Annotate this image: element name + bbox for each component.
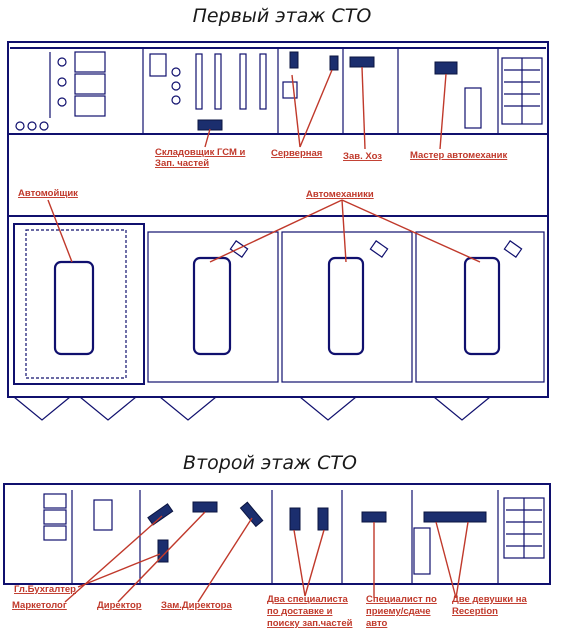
service-car xyxy=(327,256,365,356)
barrel xyxy=(171,95,181,105)
reception-desk xyxy=(423,511,487,523)
bay-door xyxy=(159,396,217,421)
warehouse-desk xyxy=(197,119,223,131)
shelf xyxy=(214,53,222,110)
leader-supply xyxy=(361,66,366,150)
label-accountant: Гл.Бухгалтер xyxy=(14,584,76,595)
server-desk xyxy=(289,51,299,69)
second-floor-outer-wall xyxy=(3,483,551,585)
first-floor xyxy=(7,41,549,421)
label-delivery-line3: поиску зап.частей xyxy=(267,618,353,629)
label-reception-spec-line2: приему/сдаче xyxy=(366,606,431,617)
label-supply: Зав. Хоз xyxy=(343,151,382,162)
leader-washer xyxy=(47,199,73,263)
director-desk xyxy=(192,501,218,513)
leader-server xyxy=(299,69,333,148)
label-warehouse-line2: Зап. частей xyxy=(155,158,209,169)
fixture xyxy=(27,121,37,131)
label-marketer: Маркетолог xyxy=(12,600,67,611)
bay-door xyxy=(299,396,357,421)
leader-lines xyxy=(47,66,481,603)
leader-accountant xyxy=(77,553,161,588)
supply-desk xyxy=(349,56,375,68)
cabinet xyxy=(413,527,431,575)
leader-director xyxy=(117,511,206,603)
tool-cart xyxy=(503,240,523,258)
sink xyxy=(57,77,67,87)
label-reception-spec-line3: авто xyxy=(366,618,388,629)
toilet-stall xyxy=(43,525,67,541)
cabinet xyxy=(93,499,113,531)
label-director: Директор xyxy=(97,600,142,611)
leader-reception xyxy=(455,521,469,599)
fixture xyxy=(15,121,25,131)
service-bay xyxy=(415,231,545,383)
label-delivery-line2: по доставке и xyxy=(267,606,333,617)
leader-mechanics xyxy=(341,199,347,263)
washed-car xyxy=(53,260,95,356)
leader-mechanics xyxy=(209,199,343,263)
leader-reception xyxy=(435,521,457,599)
barrel xyxy=(171,67,181,77)
labels-first-floor: Складовщик ГСМ и Зап. частей Серверная З… xyxy=(18,147,508,200)
label-delivery-line1: Два специалиста xyxy=(267,594,348,605)
master-desk xyxy=(434,61,458,75)
label-server: Серверная xyxy=(271,148,322,159)
toilet-stall xyxy=(74,73,106,95)
leader-mechanics xyxy=(341,199,481,263)
first-floor-outer-wall xyxy=(7,41,549,398)
label-reception-spec-line1: Специалист по xyxy=(366,594,437,605)
leader-delivery xyxy=(304,529,325,597)
shelf xyxy=(195,53,203,110)
toilet-stall xyxy=(74,51,106,73)
label-reception-line2: Reception xyxy=(452,606,498,617)
shelf xyxy=(259,53,267,110)
deputy-desk xyxy=(239,501,264,528)
reception-spec-desk xyxy=(361,511,387,523)
bay-door xyxy=(433,396,491,421)
leader-master xyxy=(439,73,447,150)
server-desk xyxy=(329,55,339,71)
label-master: Мастер автомеханик xyxy=(410,150,508,161)
second-floor xyxy=(3,483,551,585)
wash-bay xyxy=(13,223,145,385)
shelf xyxy=(149,53,167,77)
leader-marketer xyxy=(64,515,163,603)
leader-delivery xyxy=(293,529,306,597)
service-car xyxy=(463,256,501,356)
barrel xyxy=(171,81,181,91)
second-floor-title: Второй этаж СТО xyxy=(183,452,357,474)
bay-door xyxy=(79,396,137,421)
shelf xyxy=(239,53,247,110)
marketer-desk xyxy=(147,503,174,526)
master-cabinet xyxy=(464,87,482,129)
labels-second-floor: Гл.Бухгалтер Маркетолог Директор Зам.Дир… xyxy=(12,584,527,629)
tool-cart xyxy=(369,240,389,258)
leader-warehouse xyxy=(204,128,211,148)
fixture xyxy=(39,121,49,131)
leader-deputy xyxy=(197,517,253,603)
leader-server xyxy=(291,74,301,148)
service-bay xyxy=(281,231,413,383)
label-reception-line1: Две девушки на xyxy=(452,594,527,605)
service-bay xyxy=(147,231,279,383)
bay-door xyxy=(13,396,71,421)
label-warehouse-line1: Складовщик ГСМ и xyxy=(155,147,246,158)
delivery-desk xyxy=(317,507,329,531)
label-washer: Автомойщик xyxy=(18,188,78,199)
toilet-stall xyxy=(43,493,67,509)
service-car xyxy=(192,256,232,356)
label-mechanics: Автомеханики xyxy=(306,189,374,200)
delivery-desk xyxy=(289,507,301,531)
label-deputy: Зам.Директора xyxy=(161,600,232,611)
toilet-stall xyxy=(74,95,106,117)
first-floor-title: Первый этаж СТО xyxy=(193,5,372,27)
sink xyxy=(57,57,67,67)
toilet-stall xyxy=(43,509,67,525)
sink xyxy=(57,97,67,107)
